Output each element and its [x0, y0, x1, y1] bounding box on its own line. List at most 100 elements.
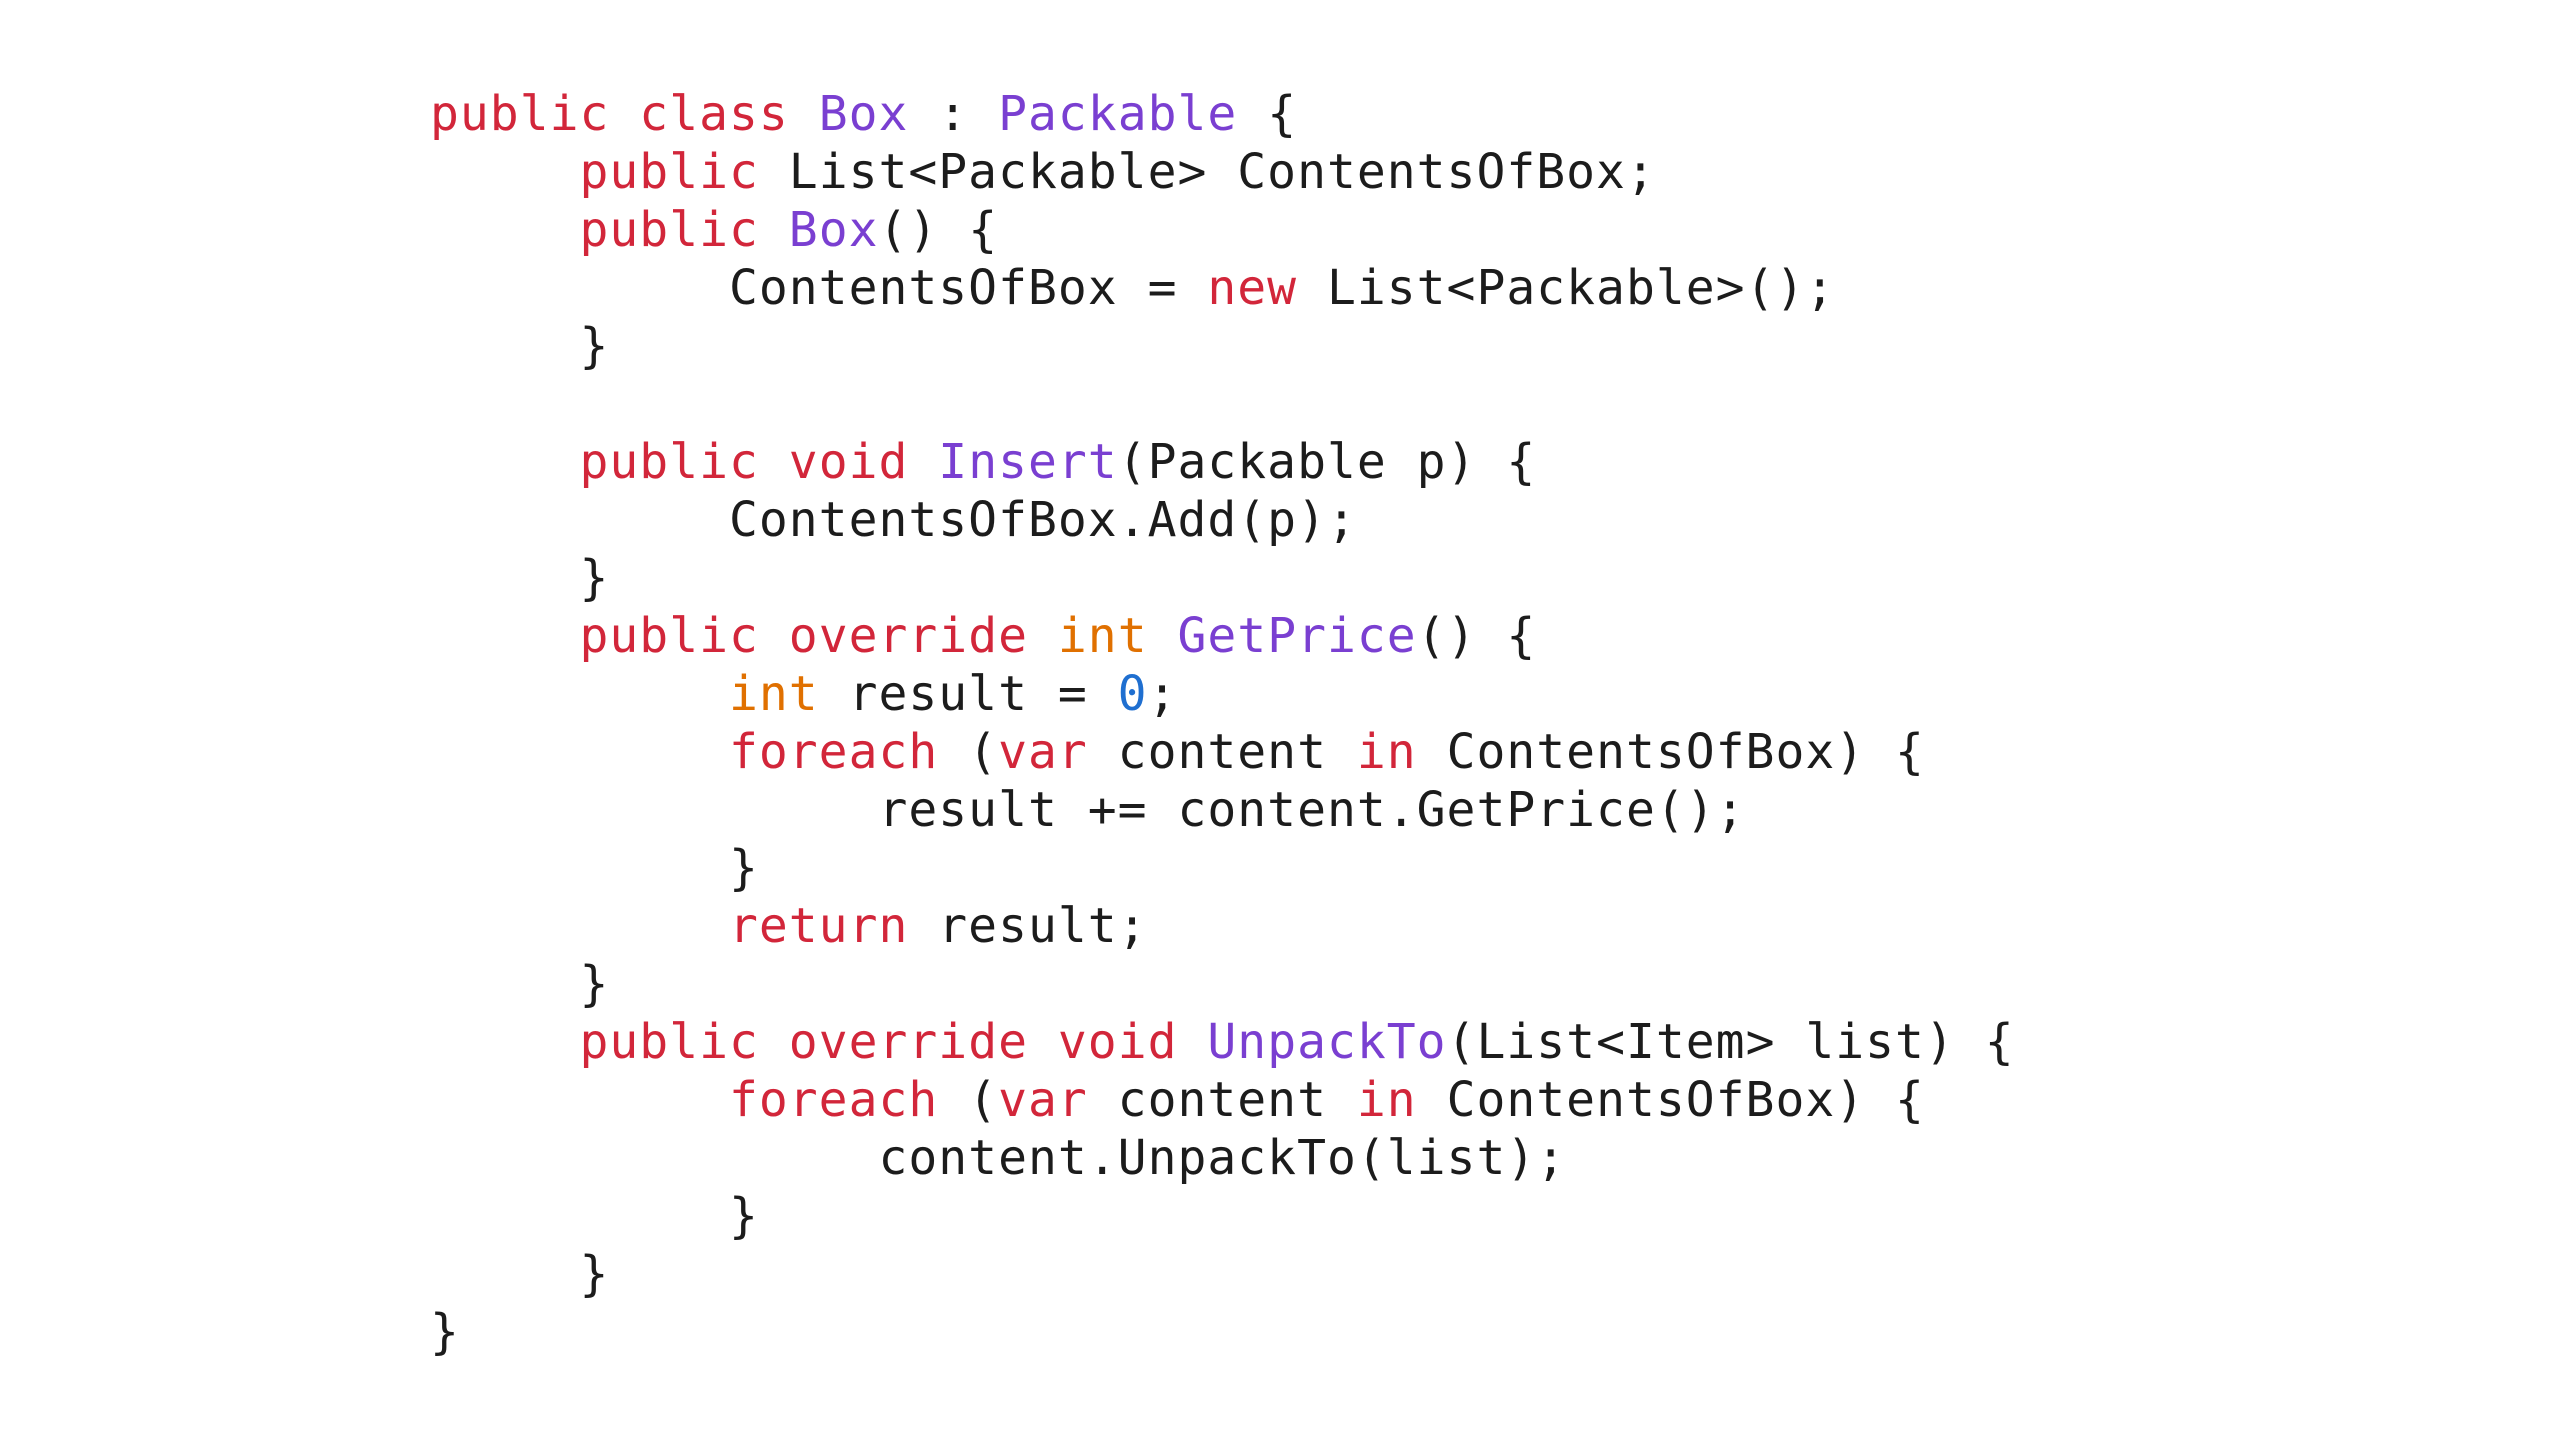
- code-token: override: [788, 1014, 1028, 1070]
- code-line: public List<Packable> ContentsOfBox;: [430, 143, 2015, 201]
- code-token: (List<Item> list) {: [1446, 1014, 2015, 1070]
- code-token: [759, 608, 789, 664]
- code-line: }: [430, 1187, 2015, 1245]
- code-token: var: [998, 1072, 1088, 1128]
- code-token: int: [728, 666, 819, 722]
- code-indent: [430, 202, 580, 258]
- code-token: UnpackTo: [1207, 1014, 1447, 1070]
- code-indent: [430, 492, 729, 548]
- code-indent: [430, 260, 729, 316]
- code-line: foreach (var content in ContentsOfBox) {: [430, 723, 2015, 781]
- code-line: public Box() {: [430, 201, 2015, 259]
- code-token: int: [1057, 608, 1148, 664]
- code-token: Box: [818, 86, 909, 142]
- code-indent: [430, 956, 580, 1012]
- code-token: [908, 434, 938, 490]
- code-token: GetPrice: [1177, 608, 1417, 664]
- code-token: result =: [818, 666, 1118, 722]
- code-token: class: [639, 86, 789, 142]
- code-token: public: [579, 202, 759, 258]
- code-indent: [430, 1014, 580, 1070]
- code-line: int result = 0;: [430, 665, 2015, 723]
- code-indent: [430, 434, 580, 490]
- code-indent: [430, 782, 878, 838]
- code-line: ContentsOfBox.Add(p);: [430, 491, 2015, 549]
- code-indent: [430, 666, 729, 722]
- code-token: public: [430, 86, 610, 142]
- code-indent: [430, 1188, 729, 1244]
- code-token: content.UnpackTo(list);: [878, 1130, 1567, 1186]
- code-token: void: [788, 434, 909, 490]
- code-token: ContentsOfBox) {: [1416, 1072, 1925, 1128]
- code-token: Box: [788, 202, 879, 258]
- code-line: public class Box : Packable {: [430, 85, 2015, 143]
- code-line: public override int GetPrice() {: [430, 607, 2015, 665]
- code-line: content.UnpackTo(list);: [430, 1129, 2015, 1187]
- code-token: ContentsOfBox) {: [1416, 724, 1925, 780]
- code-token: }: [579, 550, 610, 606]
- code-line: }: [430, 1303, 2015, 1361]
- code-line: }: [430, 549, 2015, 607]
- code-line: result += content.GetPrice();: [430, 781, 2015, 839]
- code-token: content: [1087, 724, 1357, 780]
- code-token: :: [908, 86, 999, 142]
- code-token: [789, 86, 819, 142]
- code-token: foreach: [728, 1072, 939, 1128]
- code-token: [759, 1014, 789, 1070]
- code-indent: [430, 1130, 878, 1186]
- code-indent: [430, 608, 580, 664]
- code-line: }: [430, 1245, 2015, 1303]
- code-token: foreach: [728, 724, 939, 780]
- code-line: public void Insert(Packable p) {: [430, 433, 2015, 491]
- code-token: ;: [1147, 666, 1178, 722]
- code-token: [609, 86, 639, 142]
- code-indent: [430, 318, 580, 374]
- code-token: }: [579, 318, 610, 374]
- code-token: override: [788, 608, 1028, 664]
- code-indent: [430, 724, 729, 780]
- code-token: Insert: [938, 434, 1118, 490]
- code-indent: [430, 550, 580, 606]
- code-token: ContentsOfBox.Add(p);: [728, 492, 1357, 548]
- code-token: () {: [878, 202, 999, 258]
- code-token: }: [579, 1246, 610, 1302]
- code-token: List<Packable>();: [1297, 260, 1836, 316]
- code-token: return: [728, 898, 909, 954]
- code-line: return result;: [430, 897, 2015, 955]
- code-indent: [430, 840, 729, 896]
- code-token: [1028, 1014, 1058, 1070]
- code-token: [1177, 1014, 1207, 1070]
- code-line: }: [430, 317, 2015, 375]
- code-token: [759, 434, 789, 490]
- code-token: content: [1087, 1072, 1357, 1128]
- code-token: }: [579, 956, 610, 1012]
- code-line: [430, 375, 2015, 433]
- code-token: public: [579, 1014, 759, 1070]
- code-token: result;: [908, 898, 1148, 954]
- code-line: }: [430, 955, 2015, 1013]
- code-token: [759, 202, 789, 258]
- code-token: }: [728, 1188, 759, 1244]
- code-token: [1148, 608, 1178, 664]
- code-token: }: [430, 1304, 460, 1360]
- code-line: ContentsOfBox = new List<Packable>();: [430, 259, 2015, 317]
- code-token: }: [728, 840, 759, 896]
- code-token: Packable: [998, 86, 1238, 142]
- code-indent: [430, 1246, 580, 1302]
- code-token: (: [938, 724, 999, 780]
- code-token: public: [579, 608, 759, 664]
- code-token: public: [579, 434, 759, 490]
- code-token: (: [938, 1072, 999, 1128]
- code-token: var: [998, 724, 1088, 780]
- code-token: in: [1356, 724, 1417, 780]
- code-token: new: [1207, 260, 1298, 316]
- code-token: result += content.GetPrice();: [878, 782, 1746, 838]
- code-line: }: [430, 839, 2015, 897]
- code-indent: [430, 1072, 729, 1128]
- code-token: [1028, 608, 1058, 664]
- code-token: 0: [1117, 666, 1148, 722]
- code-token: List<Packable> ContentsOfBox;: [758, 144, 1656, 200]
- code-token: {: [1237, 86, 1298, 142]
- code-token: () {: [1416, 608, 1537, 664]
- code-token: ContentsOfBox =: [728, 260, 1208, 316]
